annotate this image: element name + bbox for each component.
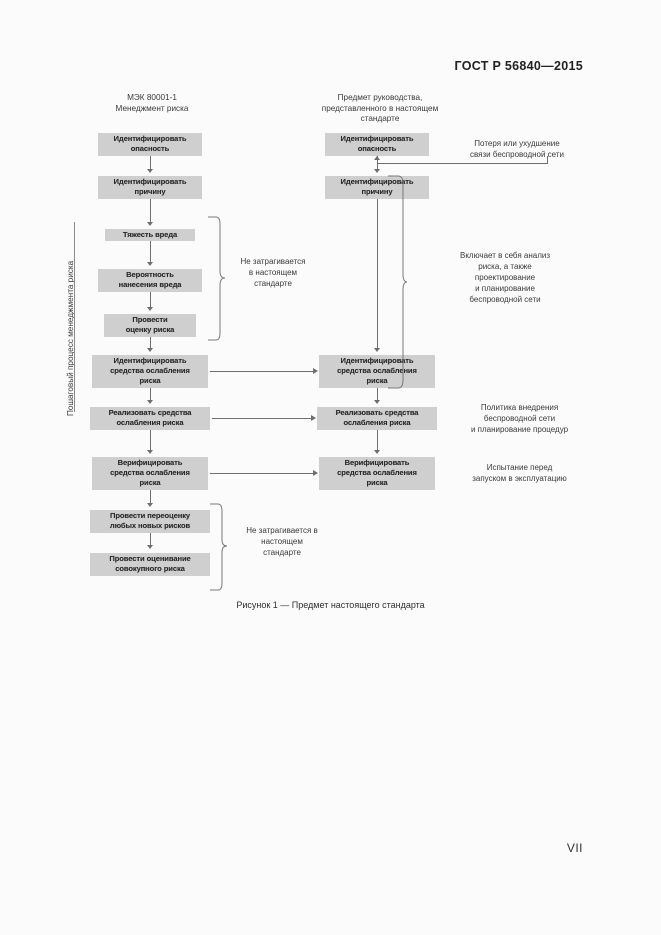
node-left-identify-risk-mitigation[interactable]: Идентифицировать средства ослабления рис… — [92, 355, 208, 388]
arrow-left-4 — [147, 307, 153, 311]
annotation-not-covered-bottom: Не затрагивается в настоящем стандарте — [246, 526, 318, 557]
column-title-left: МЭК 80001-1 Менеджмент риска — [115, 93, 189, 113]
node-right-identify-cause[interactable]: Идентифицировать причину — [325, 176, 429, 199]
page-header: ГОСТ Р 56840—2015 — [454, 59, 583, 73]
annotation-pre-launch-test: Испытание перед запуском в эксплуатацию — [472, 463, 567, 483]
arrow-left-2 — [147, 222, 153, 226]
node-right-verify-risk-mitigation[interactable]: Верифицировать средства ослабления риска — [319, 457, 435, 490]
figure-caption: Рисунок 1 — Предмет настоящего стандарта — [236, 600, 425, 610]
arrow-left-9 — [147, 545, 153, 549]
annotation-deployment-policy: Политика внедрения беспроводной сети и п… — [470, 403, 569, 434]
arrow-right-down-2 — [374, 348, 380, 352]
node-left-severity-of-harm[interactable]: Тяжесть вреда — [105, 229, 195, 241]
cross-arrow-identify-mitigation — [313, 368, 318, 374]
connector-left-7 — [150, 430, 151, 451]
cross-arrow-verify-mitigation — [313, 470, 318, 476]
connector-left-3 — [150, 241, 151, 263]
arrow-right-up-1 — [374, 156, 380, 160]
connector-right-4 — [377, 430, 378, 451]
connector-left-9 — [150, 533, 151, 546]
connector-left-1 — [150, 156, 151, 170]
column-title-right: Предмет руководства, представленного в н… — [321, 93, 439, 123]
connector-right-3 — [377, 388, 378, 401]
annotation-not-covered-top: Не затрагивается в настоящем стандарте — [240, 257, 306, 288]
cross-arrow-implement-mitigation — [311, 415, 316, 421]
connector-right-2 — [377, 199, 378, 349]
annotation-includes-risk-analysis: Включает в себя анализ риска, а также пр… — [459, 251, 551, 304]
arrow-left-1 — [147, 169, 153, 173]
arrow-left-5 — [147, 348, 153, 352]
node-right-implement-risk-mitigation[interactable]: Реализовать средства ослабления риска — [317, 407, 437, 430]
node-left-reassess-new-risks[interactable]: Провести переоценку любых новых рисков — [90, 510, 210, 533]
brace-not-covered-top — [208, 216, 226, 341]
node-left-identify-cause[interactable]: Идентифицировать причину — [98, 176, 202, 199]
arrow-right-down-1 — [374, 169, 380, 173]
node-right-identify-risk-mitigation[interactable]: Идентифицировать средства ослабления рис… — [319, 355, 435, 388]
node-right-identify-hazard[interactable]: Идентифицировать опасность — [325, 133, 429, 156]
connector-left-8 — [150, 490, 151, 504]
page-number: VII — [566, 841, 583, 855]
callout-tick-wireless-loss — [547, 156, 548, 164]
arrow-left-3 — [147, 262, 153, 266]
cross-line-identify-mitigation — [210, 371, 315, 372]
connector-left-5 — [150, 337, 151, 349]
arrow-right-down-4 — [374, 450, 380, 454]
node-left-implement-risk-mitigation[interactable]: Реализовать средства ослабления риска — [90, 407, 210, 430]
cross-line-implement-mitigation — [212, 418, 313, 419]
side-label-rule — [74, 222, 75, 412]
arrow-left-6 — [147, 400, 153, 404]
arrow-left-8 — [147, 503, 153, 507]
figure-1: Пошаговый процесс менеджмента риска МЭК … — [66, 93, 569, 610]
connector-left-2 — [150, 199, 151, 223]
arrow-left-7 — [147, 450, 153, 454]
node-left-evaluate-overall-risk[interactable]: Провести оценивание совокупного риска — [90, 553, 210, 576]
node-left-probability-of-harm[interactable]: Вероятность нанесения вреда — [98, 269, 202, 292]
brace-includes-risk-analysis — [388, 175, 408, 389]
arrow-right-down-3 — [374, 400, 380, 404]
callout-line-wireless-loss — [377, 163, 547, 164]
cross-line-verify-mitigation — [210, 473, 315, 474]
node-left-verify-risk-mitigation[interactable]: Верифицировать средства ослабления риска — [92, 457, 208, 490]
annotation-wireless-loss: Потеря или ухудшение связи беспроводной … — [470, 139, 564, 159]
node-left-identify-hazard[interactable]: Идентифицировать опасность — [98, 133, 202, 156]
connector-left-4 — [150, 292, 151, 308]
node-left-perform-risk-assessment[interactable]: Провести оценку риска — [104, 314, 196, 337]
brace-not-covered-bottom — [210, 503, 228, 591]
connector-left-6 — [150, 388, 151, 401]
